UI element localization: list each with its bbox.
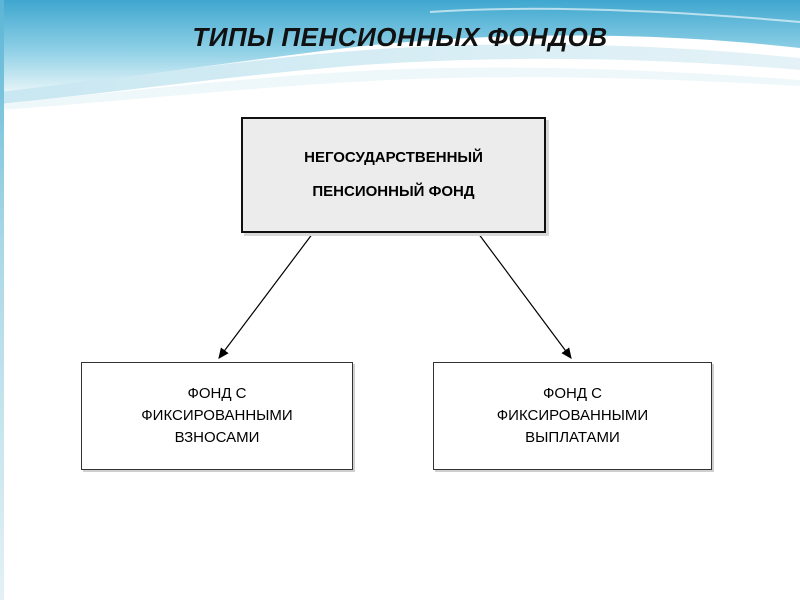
- child-right-line-3: ВЫПЛАТАМИ: [525, 429, 620, 446]
- slide-title: ТИПЫ ПЕНСИОННЫХ ФОНДОВ: [192, 22, 608, 52]
- left-edge-accent: [0, 0, 4, 600]
- root-node-nonstate-pension-fund: НЕГОСУДАРСТВЕННЫЙ ПЕНСИОННЫЙ ФОНД: [241, 117, 546, 233]
- child-node-fixed-payments: ФОНД С ФИКСИРОВАННЫМИ ВЫПЛАТАМИ: [433, 362, 712, 470]
- root-node-line-1: НЕГОСУДАРСТВЕННЫЙ: [304, 149, 483, 166]
- child-right-line-1: ФОНД С: [542, 385, 603, 402]
- child-right-line-2: ФИКСИРОВАННЫМИ: [496, 407, 649, 424]
- header-wave-decoration: [0, 0, 800, 110]
- child-left-line-3: ВЗНОСАМИ: [174, 429, 260, 446]
- child-left-line-1: ФОНД С: [187, 385, 247, 402]
- child-node-fixed-contributions: ФОНД С ФИКСИРОВАННЫМИ ВЗНОСАМИ: [81, 362, 353, 470]
- child-left-line-2: ФИКСИРОВАННЫМИ: [141, 407, 293, 424]
- arrow-to-left-fund: [218, 232, 314, 359]
- root-node-line-2: ПЕНСИОННЫЙ ФОНД: [312, 183, 475, 200]
- arrow-to-right-fund: [477, 232, 572, 359]
